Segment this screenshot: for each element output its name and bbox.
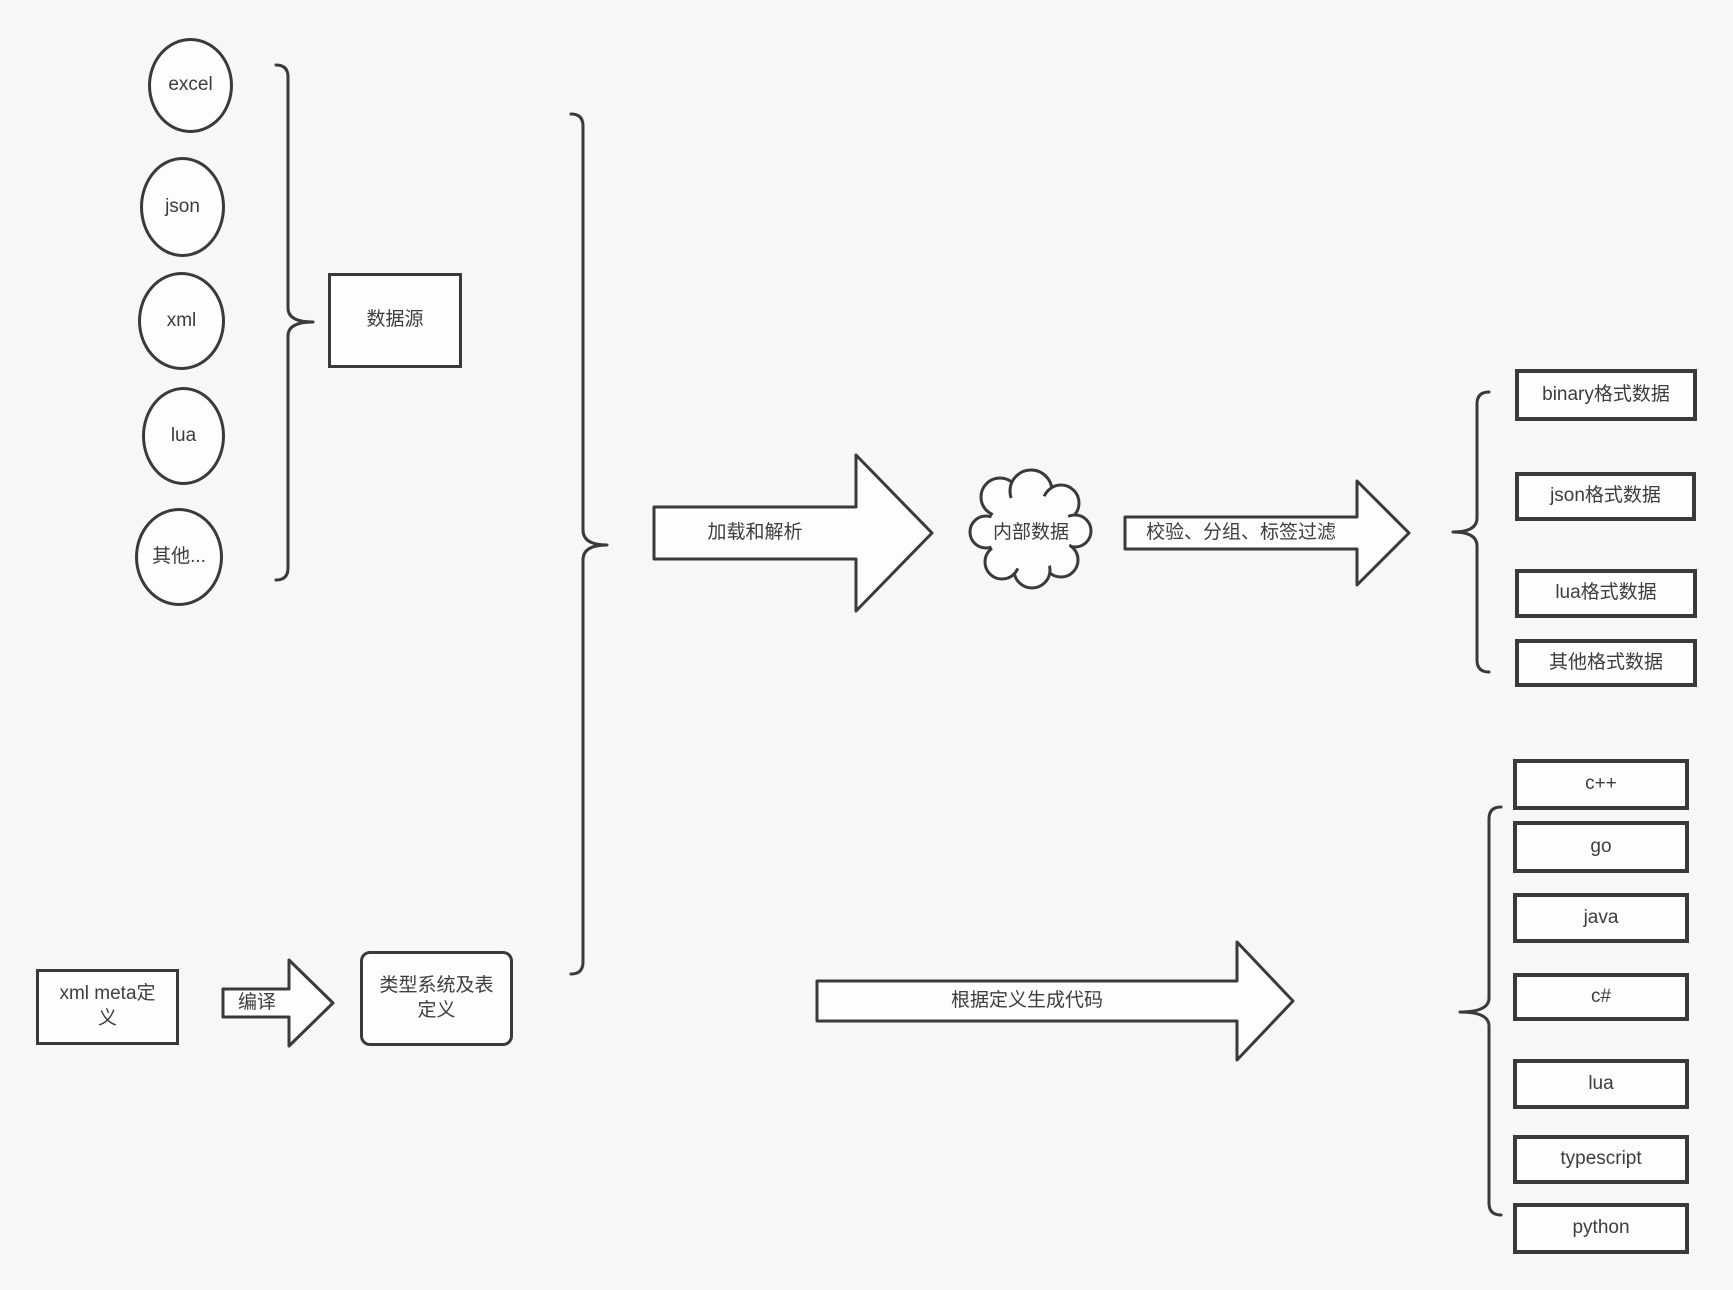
compile-arrow-label: 编译: [237, 991, 276, 1013]
type-system-box[interactable]: 类型系统及表 定义: [360, 951, 513, 1046]
language-label: go: [1590, 835, 1612, 857]
source-label: xml: [166, 309, 197, 331]
format-box-json[interactable]: json格式数据: [1515, 472, 1696, 521]
filter-arrow-label: 校验、分组、标签过滤: [1145, 521, 1336, 543]
source-label: json: [165, 195, 200, 217]
xml-meta-box[interactable]: xml meta定 义: [36, 969, 179, 1045]
source-ellipse-other[interactable]: 其他...: [135, 508, 223, 606]
source-label: 其他...: [152, 545, 206, 567]
codegen-arrow-label: 根据定义生成代码: [950, 989, 1103, 1011]
source-label: excel: [168, 74, 213, 96]
format-label: lua格式数据: [1555, 582, 1657, 604]
formats-brace[interactable]: [1451, 390, 1491, 674]
cloud-core: [988, 494, 1072, 570]
format-box-lua[interactable]: lua格式数据: [1515, 569, 1697, 618]
format-label: json格式数据: [1550, 485, 1661, 507]
left-side-brace[interactable]: [569, 112, 609, 976]
format-box-binary[interactable]: binary格式数据: [1515, 369, 1697, 421]
language-label: c++: [1585, 773, 1617, 795]
sources-brace[interactable]: [274, 63, 315, 582]
language-box-csharp[interactable]: c#: [1513, 973, 1689, 1021]
source-ellipse-json[interactable]: json: [140, 157, 225, 257]
internal-data-label: 内部数据: [992, 521, 1069, 543]
load-parse-arrow[interactable]: [652, 453, 934, 613]
language-label: typescript: [1560, 1148, 1642, 1170]
format-label: binary格式数据: [1542, 383, 1670, 405]
data-source-box[interactable]: 数据源: [328, 273, 462, 368]
codegen-arrow[interactable]: [815, 940, 1295, 1062]
format-label: 其他格式数据: [1548, 651, 1663, 673]
language-box-python[interactable]: python: [1513, 1203, 1689, 1254]
xml-meta-label: xml meta定 义: [59, 983, 156, 1029]
format-box-other[interactable]: 其他格式数据: [1515, 639, 1697, 687]
type-system-label: 类型系统及表 定义: [379, 974, 494, 1021]
language-label: java: [1583, 906, 1619, 928]
language-box-typescript[interactable]: typescript: [1513, 1135, 1689, 1184]
filter-arrow[interactable]: [1123, 479, 1411, 587]
load-parse-arrow-label: 加载和解析: [707, 521, 803, 543]
source-ellipse-lua[interactable]: lua: [142, 387, 225, 485]
languages-brace[interactable]: [1458, 805, 1503, 1217]
language-box-java[interactable]: java: [1513, 893, 1689, 943]
source-ellipse-excel[interactable]: excel: [148, 38, 233, 133]
internal-data-cloud[interactable]: [968, 468, 1093, 590]
language-label: c#: [1590, 985, 1612, 1007]
compile-arrow[interactable]: [221, 958, 335, 1048]
source-ellipse-xml[interactable]: xml: [138, 272, 225, 370]
language-label: lua: [1588, 1072, 1614, 1094]
language-box-lua[interactable]: lua: [1513, 1059, 1689, 1109]
language-label: python: [1572, 1217, 1630, 1239]
source-label: lua: [170, 424, 197, 446]
data-source-label: 数据源: [366, 309, 424, 331]
language-box-cpp[interactable]: c++: [1513, 759, 1689, 810]
language-box-go[interactable]: go: [1513, 821, 1689, 873]
